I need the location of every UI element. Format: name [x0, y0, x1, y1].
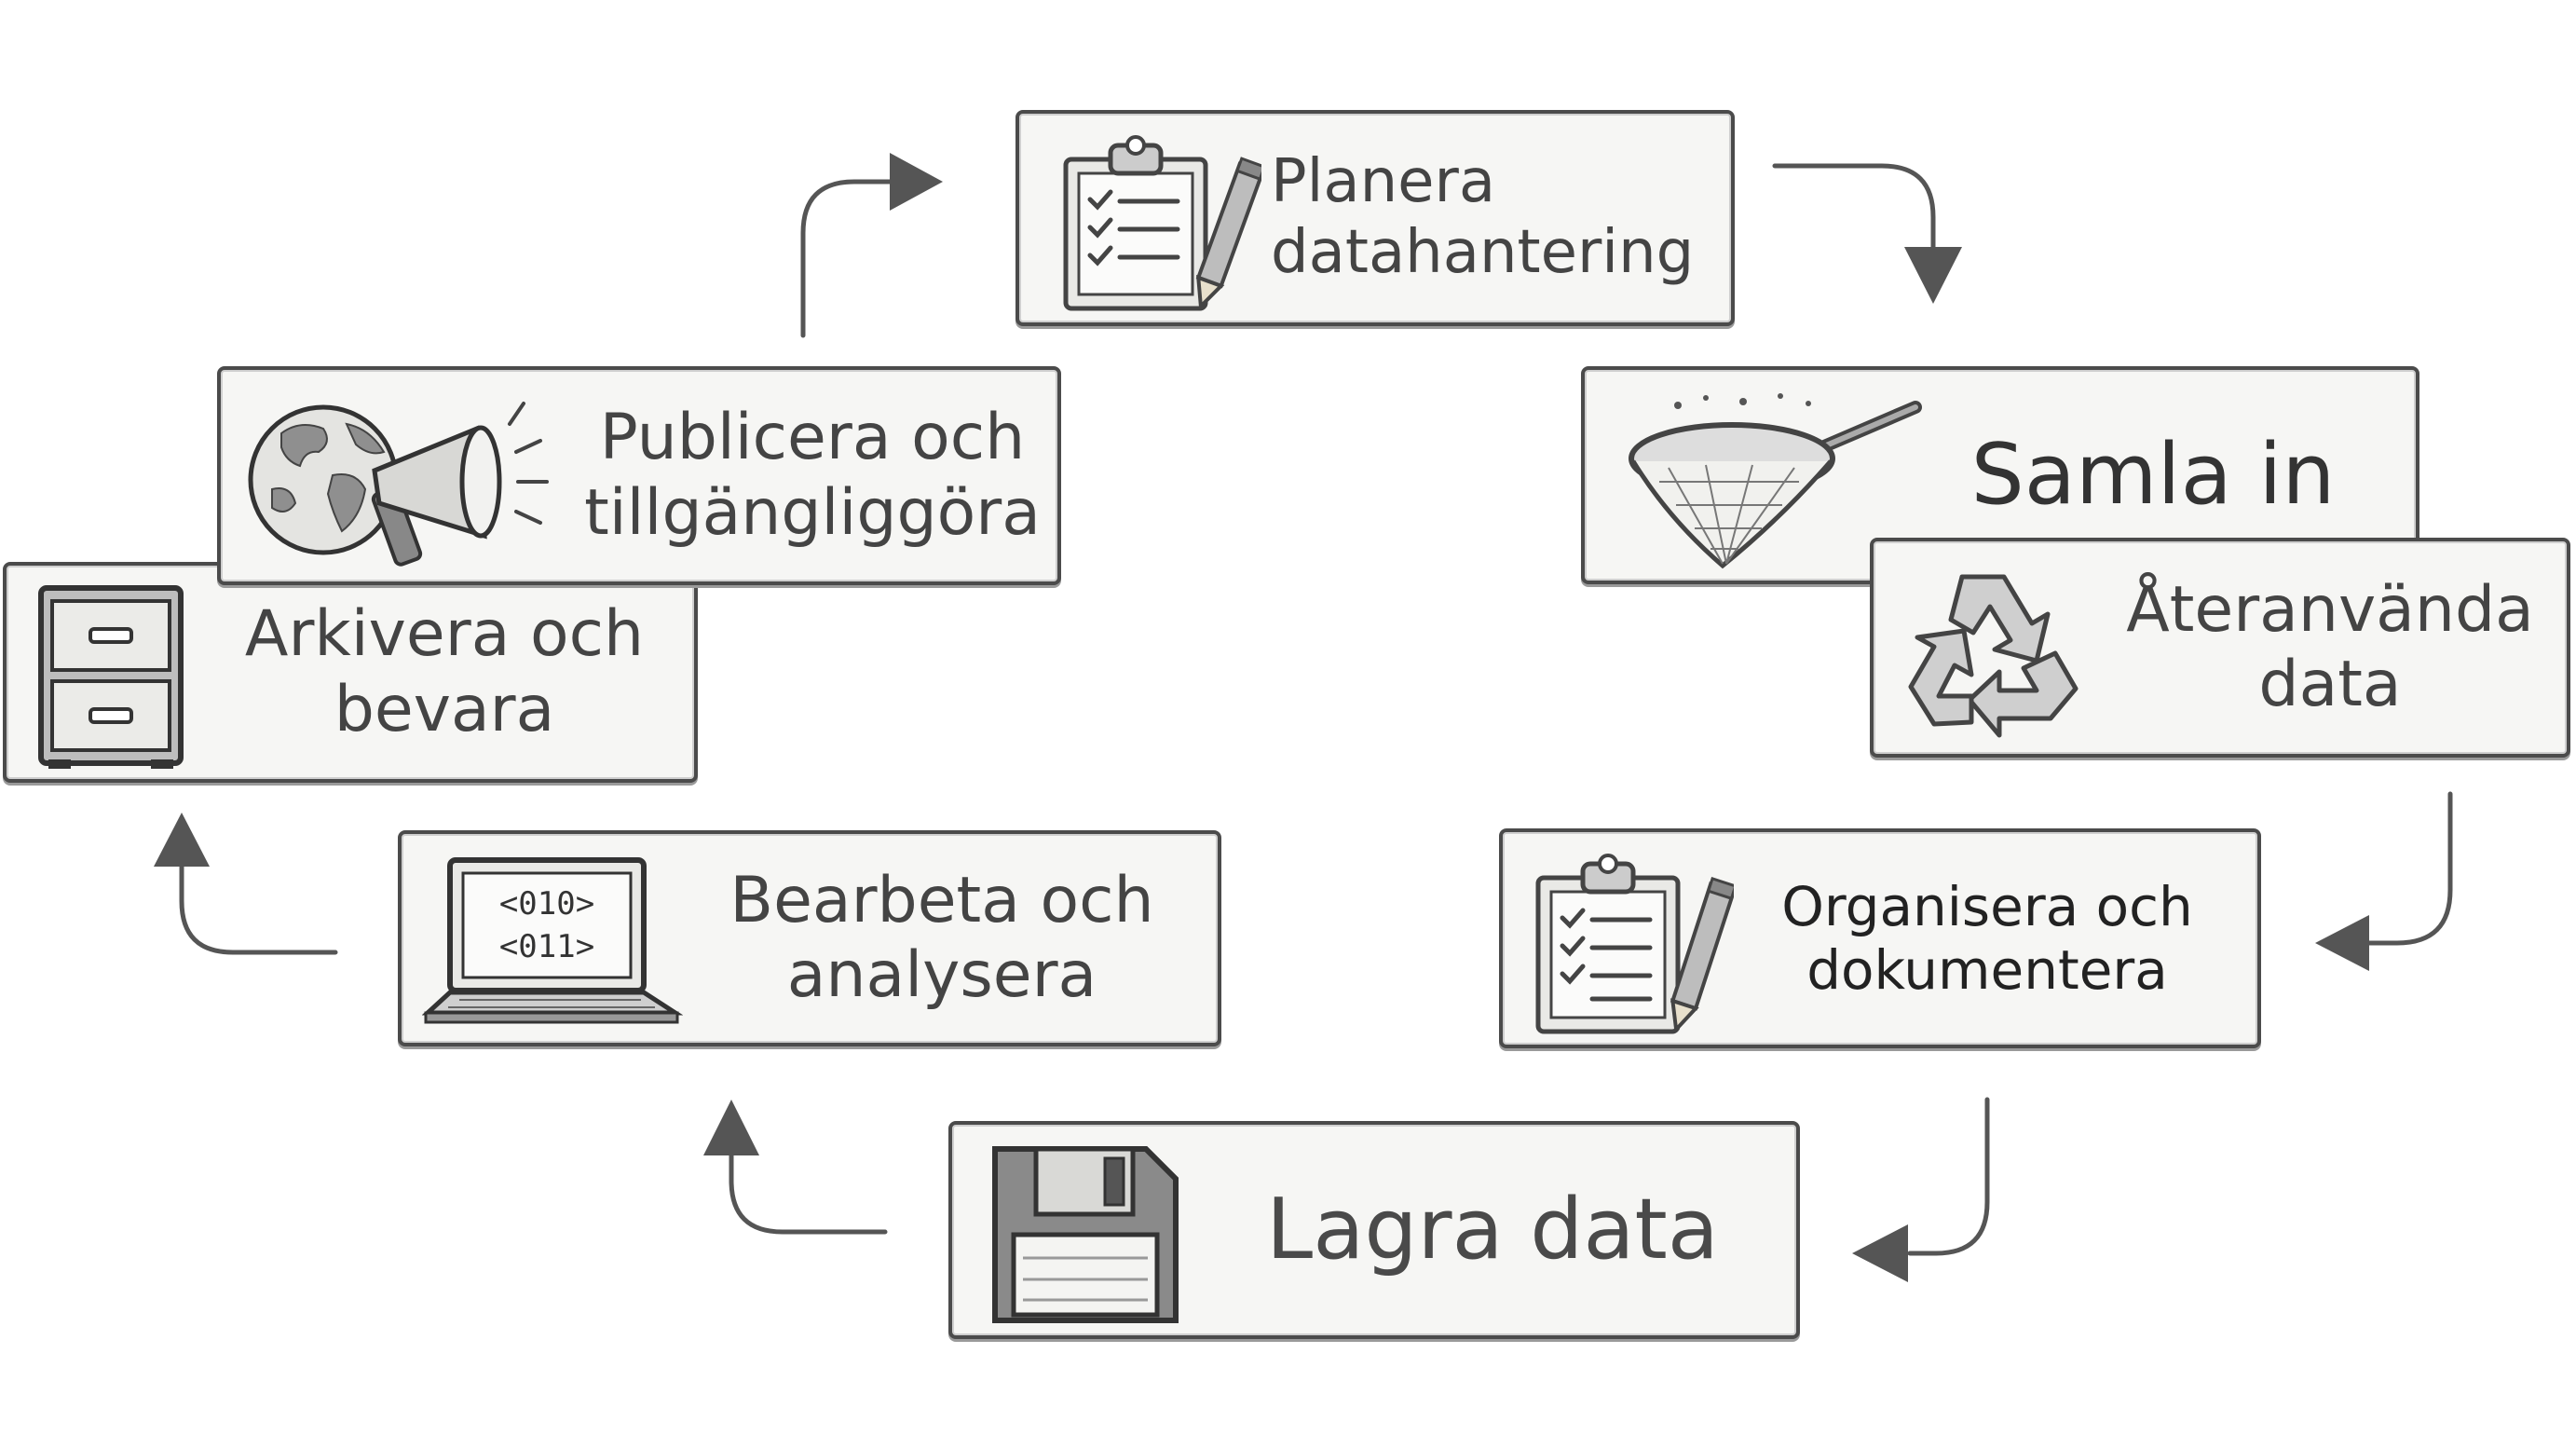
step-label: Publicera och tillgängliggöra — [584, 401, 1041, 550]
arrow-planera-to-samla — [1772, 163, 1936, 253]
arrow-organisera-to-lagra — [1907, 1097, 1990, 1256]
laptop-code-line-2: <011> — [499, 928, 594, 965]
globe-megaphone-icon — [248, 402, 549, 567]
arrow-publicera-to-planera — [800, 179, 897, 338]
step-publicera: Publicera och tillgängliggöra — [217, 366, 1061, 585]
arrowhead-planera — [890, 153, 943, 211]
step-label: Återanvända data — [2126, 572, 2534, 721]
arrowhead-samla — [1904, 247, 1962, 304]
arrowhead-bearbeta — [703, 1100, 759, 1155]
step-label: Samla in — [1970, 425, 2336, 524]
filing-cabinet-icon — [38, 585, 184, 769]
step-organisera: Organisera och dokumentera — [1499, 828, 2261, 1048]
step-label: Lagra data — [1266, 1180, 1719, 1278]
step-lagra-data: Lagra data — [948, 1121, 1800, 1339]
clipboard-pencil-icon — [1063, 135, 1261, 311]
arrow-bearbeta-to-arkivera — [179, 862, 338, 955]
step-ateranvanda: Återanvända data — [1870, 538, 2570, 758]
step-label: Bearbeta och analysera — [729, 863, 1154, 1012]
step-arkivera: Arkivera och bevara — [3, 562, 698, 783]
step-label: Arkivera och bevara — [244, 597, 645, 746]
step-planera: Planera datahantering — [1015, 110, 1735, 326]
step-bearbeta: <010> <011> Bearbeta och analysera — [398, 830, 1221, 1046]
net-icon — [1629, 393, 1922, 569]
step-label: Planera datahantering — [1271, 147, 1695, 287]
laptop-icon: <010> <011> — [422, 857, 683, 1024]
arrow-lagra-to-bearbeta — [729, 1151, 888, 1235]
recycle-icon — [1908, 574, 2079, 738]
clipboard-pencil-icon — [1535, 854, 1734, 1034]
step-label: Organisera och dokumentera — [1781, 874, 2193, 1002]
arrowhead-lagra — [1852, 1224, 1908, 1282]
arrowhead-arkivera — [154, 813, 210, 867]
laptop-code-line-1: <010> — [499, 885, 594, 923]
floppy-disk-icon — [992, 1146, 1179, 1323]
arrowhead-organisera — [2315, 915, 2369, 971]
arrow-reuse-to-organisera — [2364, 791, 2453, 946]
